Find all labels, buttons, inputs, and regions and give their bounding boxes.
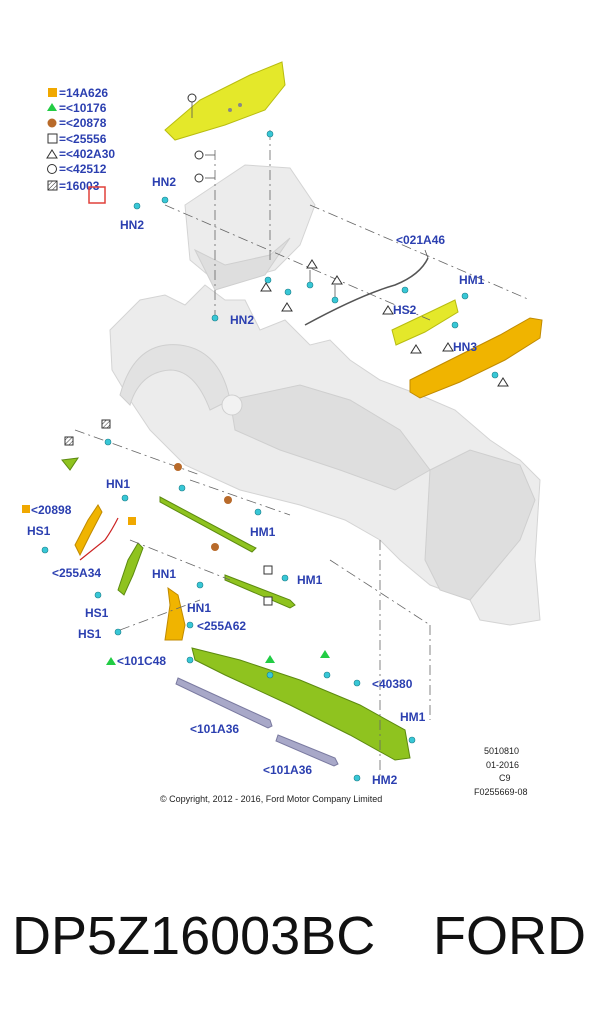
- label-hn2-left: HN2: [120, 218, 144, 232]
- part-labels: HN2 HN2 HN2 <021A46 HM1 HS2 HN3 HN1 <208…: [22, 175, 485, 787]
- yellow-pillar-trim: [164, 586, 186, 641]
- label-101a36-a: <101A36: [190, 722, 239, 736]
- reference-block: 5010810 01-2016 C9 F0255669-08: [474, 746, 528, 797]
- label-hm1-top: HM1: [459, 273, 485, 287]
- legend-swatch-open-square: [47, 133, 58, 144]
- legend-text-6: =16003: [59, 179, 100, 193]
- green-strip-2: [224, 574, 296, 609]
- legend-swatch-orange-square: [48, 88, 57, 97]
- label-hm2: HM2: [372, 773, 398, 787]
- parts-diagram: =14A626 =<10176 =<20878 =<25556 =<402A30…: [22, 61, 543, 804]
- rear-bumper-reinforcement: [409, 317, 543, 399]
- label-hm1-low: HM1: [400, 710, 426, 724]
- rocker-panel: [191, 647, 411, 761]
- legend-swatch-brown-circle: [47, 118, 57, 128]
- label-hn2-mid: HN2: [230, 313, 254, 327]
- clips: [41, 130, 499, 782]
- caption-bar: DP5Z16003BC FORD: [0, 895, 600, 985]
- brand-name: FORD: [433, 906, 586, 966]
- ref-line-4: F0255669-08: [474, 787, 528, 797]
- legend-text-1: =<10176: [59, 101, 107, 115]
- label-20898: <20898: [31, 503, 72, 517]
- label-101a36-b: <101A36: [263, 763, 312, 777]
- legend-text-3: =<25556: [59, 132, 107, 146]
- ref-line-1: 5010810: [484, 746, 519, 756]
- label-hn1-c: HN1: [187, 601, 211, 615]
- grey-strip-2: [275, 734, 339, 767]
- label-hs1-b: HS1: [85, 606, 109, 620]
- label-hs1-c: HS1: [78, 627, 102, 641]
- legend-swatch-open-triangle: [46, 149, 58, 159]
- label-hs2: HS2: [393, 303, 417, 317]
- label-hm1-right: HM1: [297, 573, 323, 587]
- green-pillar-trim: [117, 542, 144, 596]
- part-number: DP5Z16003BC: [12, 906, 376, 966]
- green-strip-1: [159, 496, 257, 553]
- label-021a46: <021A46: [396, 233, 445, 247]
- diagram-symbols: [64, 93, 509, 663]
- grey-strip-1: [175, 677, 273, 729]
- copyright-text: © Copyright, 2012 - 2016, Ford Motor Com…: [160, 794, 382, 804]
- legend-text-2: =<20878: [59, 116, 107, 130]
- label-hs1-a: HS1: [27, 524, 51, 538]
- legend-text-5: =<42512: [59, 162, 107, 176]
- label-hn2-top: HN2: [152, 175, 176, 189]
- legend-swatch-hatched-square: [47, 180, 58, 191]
- leader-lines: [74, 100, 531, 780]
- wire-harness: [304, 257, 429, 326]
- legend-text-4: =<402A30: [59, 147, 115, 161]
- bumper-bracket: [391, 299, 459, 346]
- ref-line-2: 01-2016: [486, 760, 519, 770]
- rear-spoiler-part: [164, 61, 286, 141]
- ref-line-3: C9: [499, 773, 511, 783]
- label-101c48: <101C48: [117, 654, 166, 668]
- legend-text-0: =14A626: [59, 86, 108, 100]
- label-hn1-a: HN1: [106, 477, 130, 491]
- label-hn1-b: HN1: [152, 567, 176, 581]
- wedge-part: [61, 457, 80, 471]
- label-255a34: <255A34: [52, 566, 101, 580]
- quarter-panel-trim: [74, 504, 103, 557]
- label-40380: <40380: [372, 677, 413, 691]
- label-hm1-mid: HM1: [250, 525, 276, 539]
- symbol-legend: =14A626 =<10176 =<20878 =<25556 =<402A30…: [46, 86, 115, 204]
- legend-swatch-green-triangle: [47, 103, 57, 111]
- wire-red: [79, 517, 119, 561]
- label-hn3: HN3: [453, 340, 477, 354]
- legend-swatch-open-circle: [47, 164, 57, 174]
- highlight-box: [88, 186, 106, 204]
- car-body-illustration: [109, 164, 541, 626]
- label-255a62: <255A62: [197, 619, 246, 633]
